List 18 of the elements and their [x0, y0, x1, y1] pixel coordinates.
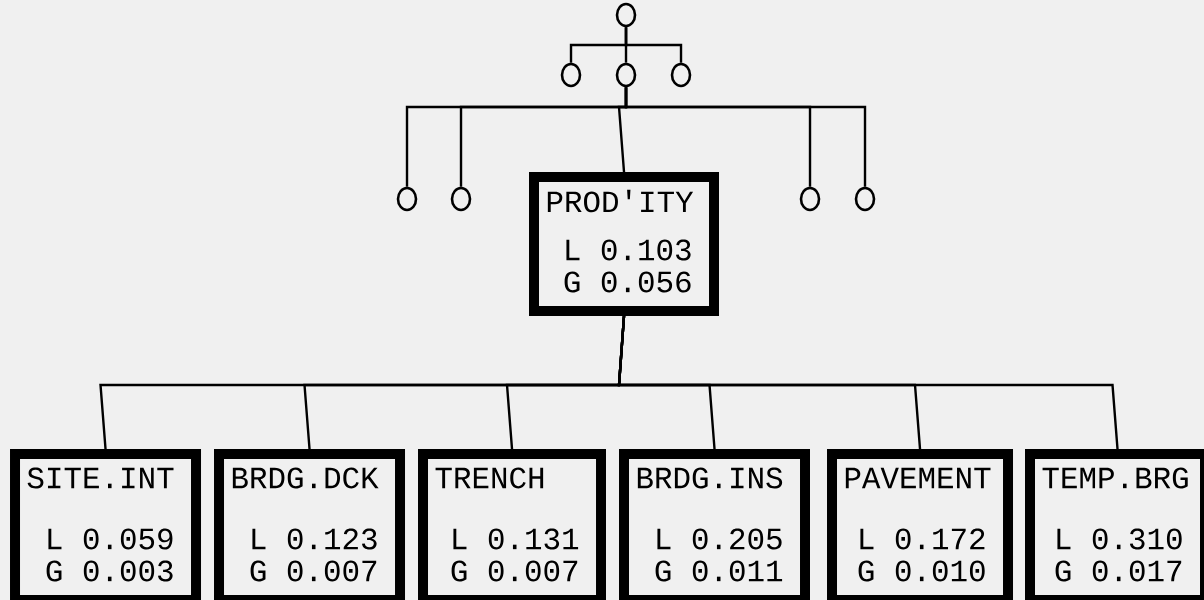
node-box: TRENCH L 0.131 G 0.007 [418, 449, 606, 600]
node-box: PROD'ITY L 0.103 G 0.056 [529, 172, 719, 316]
connector-line [617, 315, 1119, 450]
node-box: SITE.INT L 0.059 G 0.003 [10, 449, 201, 600]
node-box: TEMP.BRG L 0.310 G 0.017 [1025, 449, 1204, 600]
circle-node [450, 186, 472, 212]
circle-node [615, 2, 637, 28]
circle-node [670, 62, 692, 88]
node-box: BRDG.DCK L 0.123 G 0.007 [214, 449, 405, 600]
circle-node [560, 62, 582, 88]
connector-line [624, 87, 867, 187]
node-box: BRDG.INS L 0.205 G 0.011 [619, 449, 810, 600]
circle-node [854, 186, 876, 212]
circle-node [615, 62, 637, 88]
circle-node [799, 186, 821, 212]
node-box: PAVEMENT L 0.172 G 0.010 [827, 449, 1013, 600]
connector-line [624, 27, 683, 63]
circle-node [396, 186, 418, 212]
